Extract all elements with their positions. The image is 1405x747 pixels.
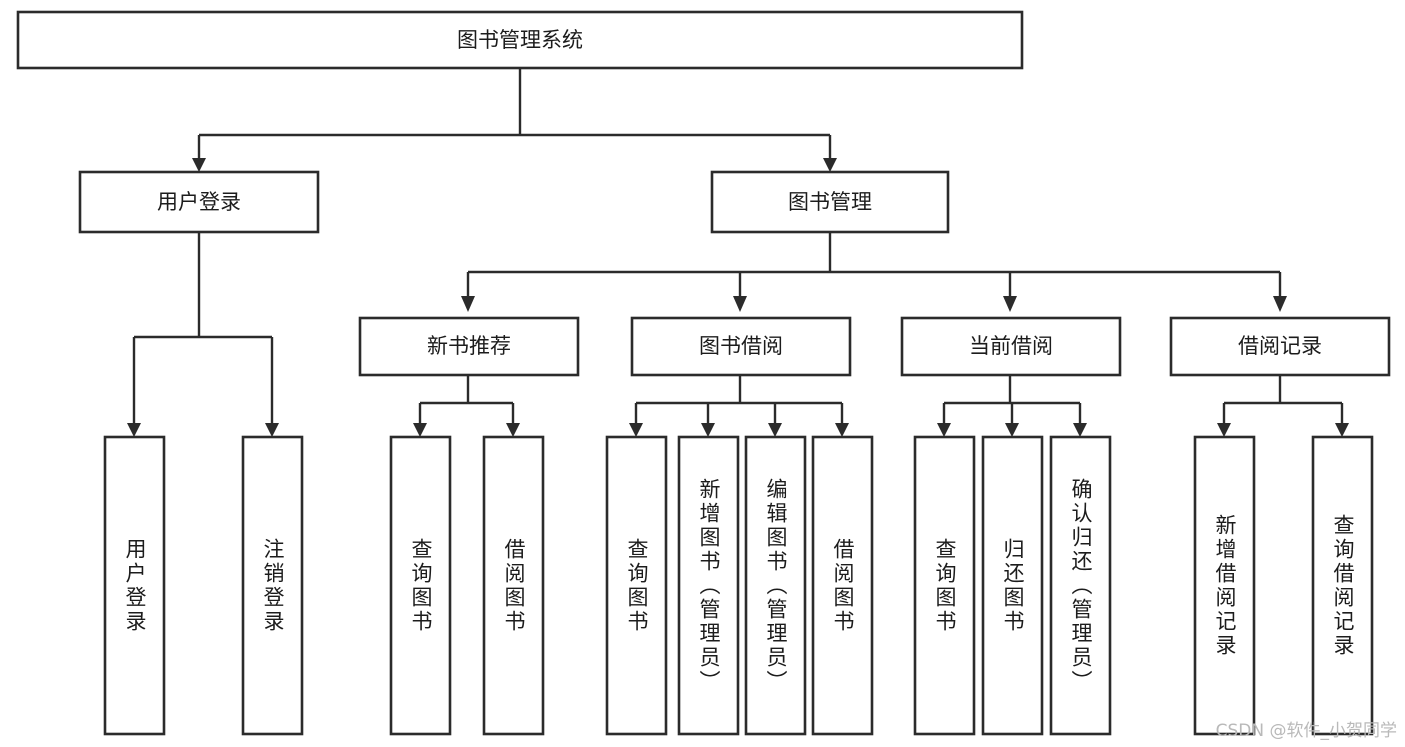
leaf-label: 新增借阅记录 [1213, 514, 1237, 658]
leaf-newbook-query-book[interactable]: 查询图书 [389, 435, 452, 736]
node-root-system[interactable]: 图书管理系统 [16, 10, 1024, 70]
arrow-borrowrecord-leaf-1 [1217, 423, 1231, 437]
arrow-bookborrow-leaf-1 [629, 423, 643, 437]
user-login-label: 用户登录 [157, 190, 241, 214]
new-book-recommend-box[interactable] [358, 316, 580, 377]
leaf-box[interactable] [482, 435, 545, 736]
borrow-record-label: 借阅记录 [1238, 334, 1322, 358]
arrow-to-book-manage [823, 158, 837, 172]
arrow-userlogin-leaf-2 [265, 423, 279, 437]
leaf-bookborrow-add-book[interactable]: 新增图书（管理员） [677, 435, 740, 736]
leaf-newbook-borrow-book[interactable]: 借阅图书 [482, 435, 545, 736]
leaf-box[interactable] [913, 435, 976, 736]
arrow-to-current-borrow [1003, 296, 1017, 312]
arrow-borrowrecord-leaf-2 [1335, 423, 1349, 437]
leaf-box[interactable] [241, 435, 304, 736]
leaf-label: 借阅图书 [831, 538, 855, 634]
leaf-currentborrow-query-book[interactable]: 查询图书 [913, 435, 976, 736]
new-book-recommend-label: 新书推荐 [427, 334, 511, 358]
leaf-box[interactable] [605, 435, 668, 736]
root-label: 图书管理系统 [457, 28, 583, 52]
leaf-box[interactable] [1311, 435, 1374, 736]
node-borrow-record[interactable]: 借阅记录 [1169, 316, 1391, 377]
leaf-borrowrecord-query-record[interactable]: 查询借阅记录 [1311, 435, 1374, 736]
arrow-bookborrow-leaf-4 [835, 423, 849, 437]
book-manage-label: 图书管理 [788, 190, 872, 214]
leaf-label: 查询图书 [409, 538, 433, 634]
leaf-box[interactable] [1193, 435, 1256, 736]
node-user-login[interactable]: 用户登录 [78, 170, 320, 234]
arrow-userlogin-leaf-1 [127, 423, 141, 437]
leaf-label: 编辑图书（管理员） [764, 478, 788, 694]
leaf-label: 查询图书 [625, 538, 649, 634]
arrow-newbook-leaf-2 [506, 423, 520, 437]
leaf-currentborrow-confirm-return[interactable]: 确认归还（管理员） [1049, 435, 1112, 736]
leaf-label: 归还图书 [1001, 538, 1025, 634]
leaf-label: 新增图书（管理员） [697, 478, 721, 694]
leaf-label: 注销登录 [261, 538, 285, 634]
leaf-bookborrow-edit-book[interactable]: 编辑图书（管理员） [744, 435, 807, 736]
arrow-bookborrow-leaf-3 [768, 423, 782, 437]
leaf-label: 借阅图书 [502, 538, 526, 634]
book-manage-box[interactable] [710, 170, 950, 234]
root-box[interactable] [16, 10, 1024, 70]
leaf-box[interactable] [677, 435, 740, 736]
arrow-to-borrow-record [1273, 296, 1287, 312]
current-borrow-label: 当前借阅 [969, 334, 1053, 358]
leaf-bookborrow-query-book[interactable]: 查询图书 [605, 435, 668, 736]
leaf-currentborrow-return-book[interactable]: 归还图书 [981, 435, 1044, 736]
arrow-to-user-login [192, 158, 206, 172]
user-login-box[interactable] [78, 170, 320, 234]
arrow-to-new-book [461, 296, 475, 312]
leaf-user-logout[interactable]: 注销登录 [241, 435, 304, 736]
arrow-currentborrow-leaf-2 [1005, 423, 1019, 437]
leaf-label: 查询图书 [933, 538, 957, 634]
leaf-user-login-1[interactable]: 用户登录 [103, 435, 166, 736]
leaf-bookborrow-borrow-book[interactable]: 借阅图书 [811, 435, 874, 736]
book-borrow-box[interactable] [630, 316, 852, 377]
node-book-manage[interactable]: 图书管理 [710, 170, 950, 234]
leaf-label: 确认归还（管理员） [1069, 478, 1093, 694]
arrow-currentborrow-leaf-1 [937, 423, 951, 437]
node-book-borrow[interactable]: 图书借阅 [630, 316, 852, 377]
leaf-box[interactable] [744, 435, 807, 736]
arrow-to-book-borrow [733, 296, 747, 312]
leaf-borrowrecord-add-record[interactable]: 新增借阅记录 [1193, 435, 1256, 736]
borrow-record-box[interactable] [1169, 316, 1391, 377]
connector-layer [127, 68, 1349, 437]
leaf-label: 查询借阅记录 [1331, 514, 1355, 658]
leaf-box[interactable] [103, 435, 166, 736]
leaf-label: 用户登录 [123, 538, 147, 634]
leaf-box[interactable] [1049, 435, 1112, 736]
arrow-bookborrow-leaf-2 [701, 423, 715, 437]
arrow-newbook-leaf-1 [413, 423, 427, 437]
current-borrow-box[interactable] [900, 316, 1122, 377]
leaf-box[interactable] [811, 435, 874, 736]
node-new-book-recommend[interactable]: 新书推荐 [358, 316, 580, 377]
node-current-borrow[interactable]: 当前借阅 [900, 316, 1122, 377]
leaf-box[interactable] [981, 435, 1044, 736]
leaf-box[interactable] [389, 435, 452, 736]
arrow-currentborrow-leaf-3 [1073, 423, 1087, 437]
book-borrow-label: 图书借阅 [699, 334, 783, 358]
